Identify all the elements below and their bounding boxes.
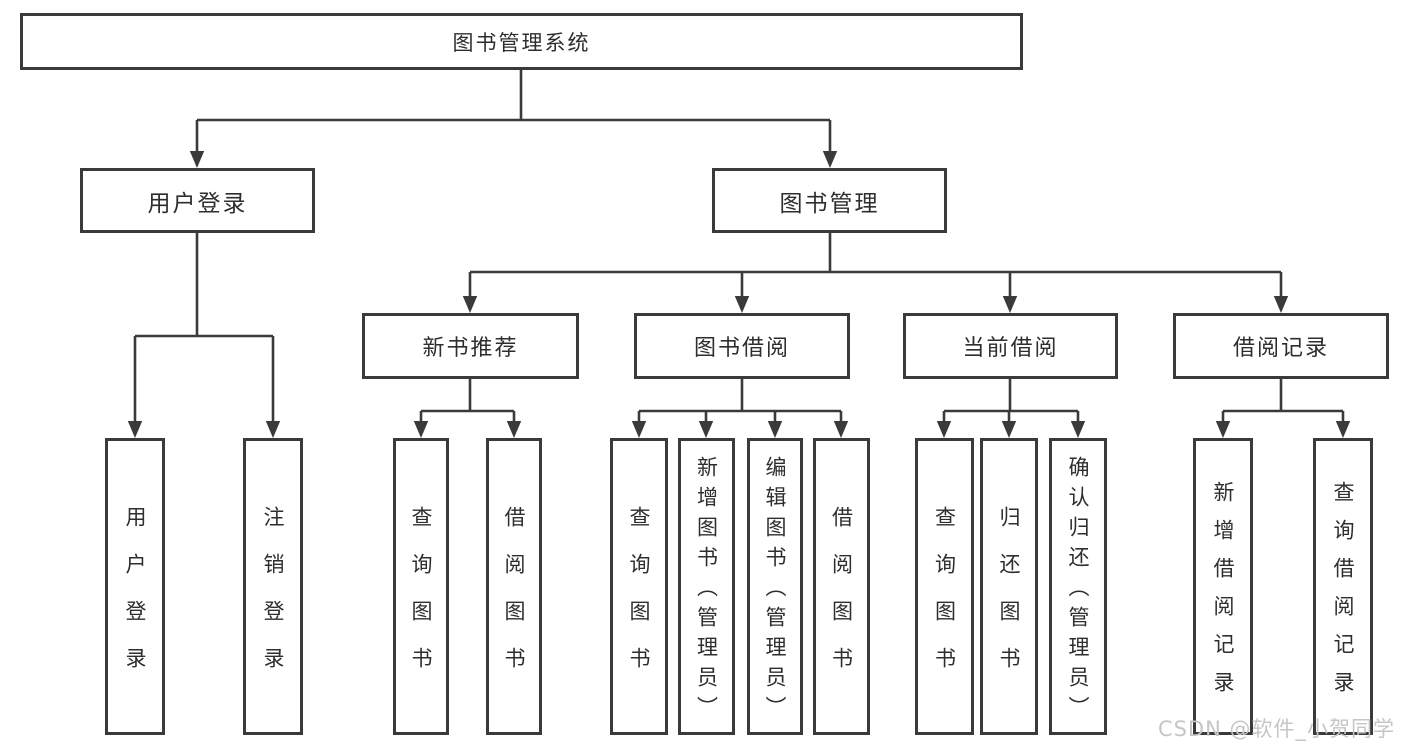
node-label-edit-books-admin: 编辑图书（管理员） bbox=[763, 456, 787, 726]
node-label-query-books-1: 查询图书 bbox=[409, 505, 433, 694]
node-label-book-borrowing: 图书借阅 bbox=[693, 336, 790, 361]
node-label-borrowing-records: 借阅记录 bbox=[1232, 336, 1329, 361]
csdn-watermark: CSDN @软件_小贺同学 bbox=[1157, 717, 1395, 741]
node-label-query-borrow-record: 查询借阅记录 bbox=[1331, 481, 1355, 709]
node-label-borrow-books-1: 借阅图书 bbox=[502, 505, 526, 694]
node-add-borrow-record: 新增借阅记录 bbox=[1193, 438, 1253, 735]
node-logout-op: 注销登录 bbox=[243, 438, 303, 735]
node-current-borrowing: 当前借阅 bbox=[903, 313, 1118, 379]
node-label-book-management: 图书管理 bbox=[779, 190, 880, 217]
node-confirm-return-admin: 确认归还（管理员） bbox=[1049, 438, 1107, 735]
node-label-current-borrowing: 当前借阅 bbox=[962, 336, 1059, 361]
node-query-books-1: 查询图书 bbox=[393, 438, 449, 735]
node-user-login: 用户登录 bbox=[80, 168, 315, 233]
node-book-management: 图书管理 bbox=[712, 168, 947, 233]
node-query-books-2: 查询图书 bbox=[610, 438, 668, 735]
node-label-user-login: 用户登录 bbox=[147, 190, 248, 217]
node-user-login-op: 用户登录 bbox=[105, 438, 165, 735]
node-label-new-book-recommendation: 新书推荐 bbox=[422, 336, 519, 361]
node-label-root: 图书管理系统 bbox=[452, 30, 591, 55]
node-edit-books-admin: 编辑图书（管理员） bbox=[747, 438, 803, 735]
node-label-query-books-2: 查询图书 bbox=[627, 505, 651, 694]
node-label-confirm-return-admin: 确认归还（管理员） bbox=[1066, 456, 1090, 726]
node-add-books-admin: 新增图书（管理员） bbox=[678, 438, 735, 735]
node-label-query-books-3: 查询图书 bbox=[932, 505, 957, 694]
node-root: 图书管理系统 bbox=[20, 13, 1023, 70]
node-borrow-books-2: 借阅图书 bbox=[813, 438, 870, 735]
node-borrowing-records: 借阅记录 bbox=[1173, 313, 1389, 379]
node-return-books: 归还图书 bbox=[980, 438, 1038, 735]
node-query-borrow-record: 查询借阅记录 bbox=[1313, 438, 1373, 735]
node-label-add-books-admin: 新增图书（管理员） bbox=[694, 456, 719, 726]
node-query-books-3: 查询图书 bbox=[915, 438, 974, 735]
node-label-return-books: 归还图书 bbox=[997, 505, 1021, 694]
node-label-add-borrow-record: 新增借阅记录 bbox=[1211, 481, 1235, 709]
node-label-logout-op: 注销登录 bbox=[261, 505, 285, 694]
node-label-borrow-books-2: 借阅图书 bbox=[829, 505, 854, 694]
node-label-user-login-op: 用户登录 bbox=[123, 505, 147, 694]
node-book-borrowing: 图书借阅 bbox=[634, 313, 850, 379]
node-new-book-recommendation: 新书推荐 bbox=[362, 313, 579, 379]
node-borrow-books-1: 借阅图书 bbox=[486, 438, 542, 735]
